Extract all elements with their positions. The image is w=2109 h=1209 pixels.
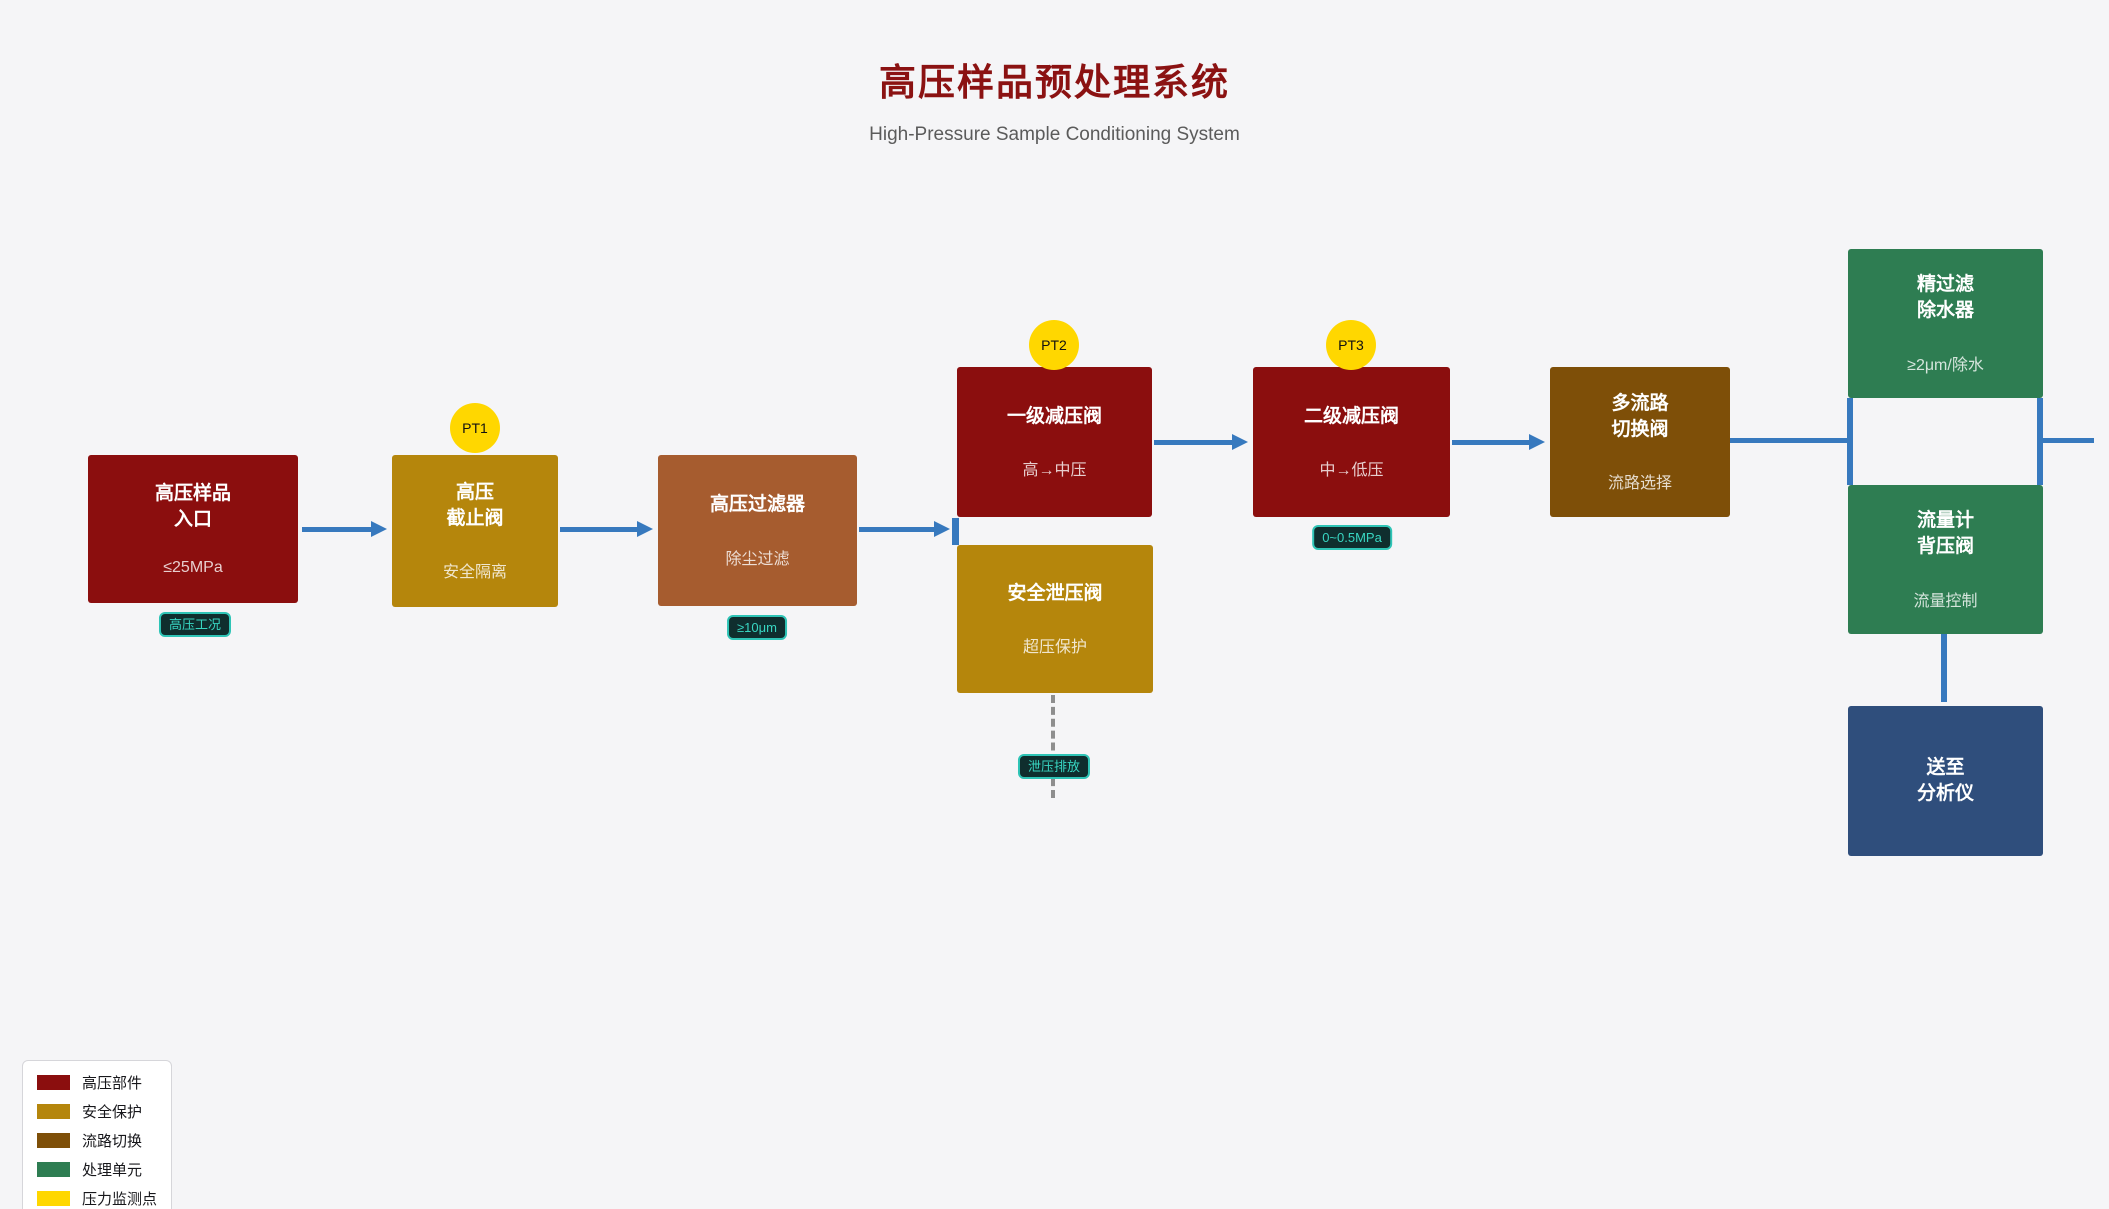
node-flowmeter-backpressure-valve: 流量计 背压阀 流量控制 <box>1848 485 2043 634</box>
legend-label: 处理单元 <box>82 1162 143 1179</box>
node-label: 高压过滤器 <box>709 494 805 516</box>
legend-chip-pressure-monitor <box>37 1191 70 1206</box>
sensor-pt2: PT2 <box>1029 320 1079 370</box>
badge-filter-rating: ≥10μm <box>727 615 787 640</box>
node-sublabel: 中→低压 <box>1319 462 1384 480</box>
legend-label: 压力监测点 <box>82 1191 158 1208</box>
flow-junction-bar <box>952 518 959 545</box>
legend-chip-safety <box>37 1104 70 1119</box>
node-sublabel: ≥2μm/除水 <box>1907 356 1984 374</box>
legend-label: 高压部件 <box>82 1075 143 1092</box>
sensor-label: PT1 <box>462 420 488 436</box>
flow-arrow-stage2-to-selector <box>1452 434 1545 450</box>
node-sublabel: 流路选择 <box>1607 475 1672 493</box>
node-label: 精过滤 除水器 <box>1916 274 1974 321</box>
flow-line-right-vertical <box>2037 398 2043 485</box>
node-label: 高压 截止阀 <box>446 481 504 529</box>
node-sublabel: 除尘过滤 <box>725 550 790 568</box>
sensor-pt3: PT3 <box>1326 320 1376 370</box>
flow-line-selector-to-filters <box>1730 438 1851 443</box>
node-label: 流量计 背压阀 <box>1916 510 1974 557</box>
legend-row: 压力监测点 <box>37 1188 157 1209</box>
legend-row: 流路切换 <box>37 1130 157 1151</box>
flow-arrow-shutoff-to-filter <box>560 521 653 537</box>
node-hp-shutoff-valve: 高压 截止阀 安全隔离 <box>392 455 558 607</box>
sensor-pt1: PT1 <box>450 403 500 453</box>
legend-row: 安全保护 <box>37 1101 157 1122</box>
node-stream-selector-valve: 多流路 切换阀 流路选择 <box>1550 367 1730 517</box>
node-sublabel: 高→中压 <box>1022 462 1087 480</box>
sensor-label: PT3 <box>1338 337 1364 353</box>
node-label: 安全泄压阀 <box>1007 582 1103 604</box>
legend: 高压部件 安全保护 流路切换 处理单元 压力监测点 <box>22 1060 173 1209</box>
node-sample-inlet: 高压样品 入口 ≤25MPa <box>88 455 298 603</box>
page-title: 高压样品预处理系统 <box>879 62 1230 103</box>
legend-chip-conditioning-unit <box>37 1162 70 1177</box>
node-fine-filter-dewater: 精过滤 除水器 ≥2μm/除水 <box>1848 249 2043 398</box>
node-label: 二级减压阀 <box>1303 405 1399 427</box>
flow-arrow-inlet-to-shutoff <box>302 521 387 537</box>
node-label: 高压样品 入口 <box>154 482 231 530</box>
legend-row: 处理单元 <box>37 1159 157 1180</box>
badge-relief-vent: 泄压排放 <box>1017 754 1091 779</box>
page-subtitle: High-Pressure Sample Conditioning System <box>869 124 1240 145</box>
node-sublabel: 安全隔离 <box>442 564 507 582</box>
flow-line-left-vertical <box>1847 398 1853 485</box>
legend-label: 流路切换 <box>82 1133 143 1150</box>
node-sublabel: 流量控制 <box>1913 592 1978 610</box>
legend-chip-stream-switching <box>37 1133 70 1148</box>
node-safety-relief-valve: 安全泄压阀 超压保护 <box>957 545 1153 693</box>
node-to-analyzer: 送至 分析仪 <box>1848 706 2043 856</box>
flow-line-right-stub <box>2042 438 2094 443</box>
node-stage2-regulator: 二级减压阀 中→低压 <box>1253 367 1450 517</box>
node-label: 送至 分析仪 <box>1916 757 1974 804</box>
badge-operating-condition: 高压工况 <box>158 612 232 637</box>
node-label: 一级减压阀 <box>1006 405 1102 427</box>
node-hp-filter: 高压过滤器 除尘过滤 <box>658 455 857 606</box>
legend-row: 高压部件 <box>37 1072 157 1093</box>
legend-chip-high-pressure <box>37 1075 70 1090</box>
relief-vent-dashed-line <box>1051 695 1055 798</box>
badge-outlet-pressure: 0~0.5MPa <box>1312 525 1392 550</box>
flow-arrow-stage1-to-stage2 <box>1154 434 1248 450</box>
flow-line-to-analyzer <box>1941 634 1947 702</box>
node-sublabel: 超压保护 <box>1022 639 1087 657</box>
node-label: 多流路 切换阀 <box>1611 392 1669 440</box>
legend-label: 安全保护 <box>82 1104 143 1121</box>
node-sublabel: ≤25MPa <box>163 559 223 577</box>
sensor-label: PT2 <box>1041 337 1067 353</box>
node-stage1-regulator: 一级减压阀 高→中压 <box>957 367 1152 517</box>
flow-arrow-filter-to-regulators <box>859 521 950 537</box>
